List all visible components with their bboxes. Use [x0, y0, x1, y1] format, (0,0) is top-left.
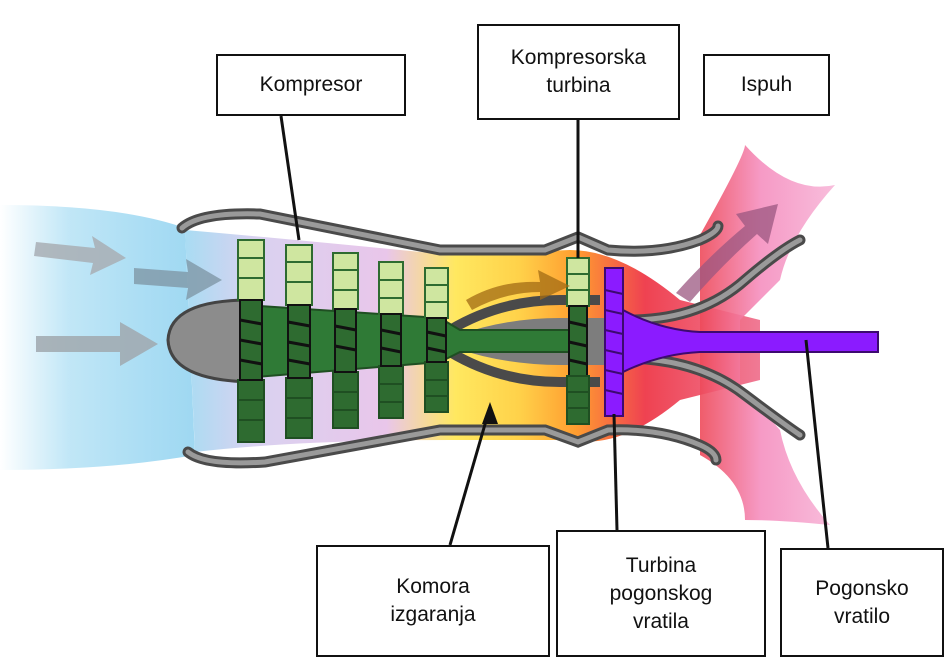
compressor-turbine-blades	[567, 258, 589, 424]
compressor-stage-3	[333, 253, 358, 428]
label-turbina-pogonskog-vratila: Turbina pogonskog vratila	[556, 530, 766, 657]
compressor-stage-2	[286, 245, 312, 438]
power-turbine-blades	[605, 268, 623, 416]
label-komora-izgaranja: Komora izgaranja	[316, 545, 550, 657]
label-ispuh: Ispuh	[703, 54, 830, 116]
compressor-stage-1	[238, 240, 264, 442]
label-kompresorska-turbina: Kompresorska turbina	[477, 24, 680, 120]
compressor-stage-5	[425, 268, 448, 412]
label-kompresor: Kompresor	[216, 54, 406, 116]
label-pogonsko-vratilo: Pogonsko vratilo	[780, 548, 944, 657]
compressor-stage-4	[379, 262, 403, 418]
